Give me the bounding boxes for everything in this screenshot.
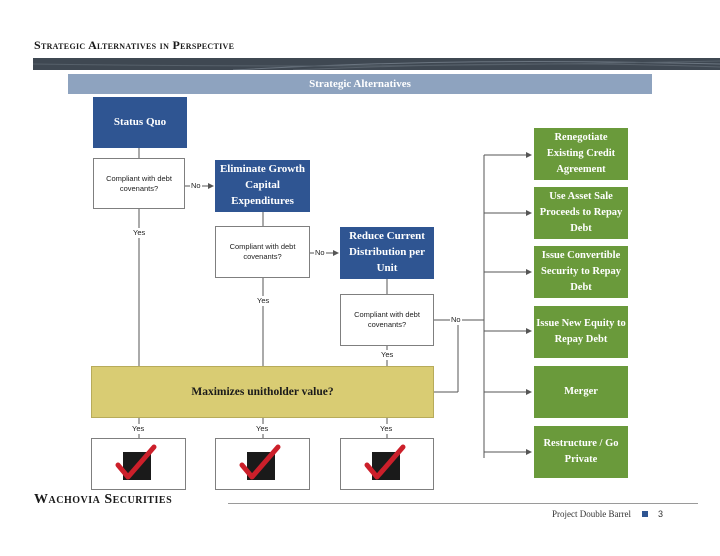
yes-label-3: Yes	[380, 350, 395, 360]
alt-asset-sale-box: Use Asset Sale Proceeds to Repay Debt	[534, 187, 628, 239]
check-result-2	[215, 438, 310, 490]
checkmark-icon	[364, 444, 406, 480]
yes-label-6: Yes	[379, 424, 394, 434]
header-band-swoosh	[33, 60, 720, 70]
checkmark-icon	[115, 444, 157, 480]
footer-square-icon	[642, 511, 648, 517]
maximizes-unitholder-value-box: Maximizes unitholder value?	[91, 366, 434, 418]
no-label-2: No	[314, 248, 326, 258]
eliminate-growth-capex-box: Eliminate Growth Capital Expenditures	[215, 160, 310, 212]
footer-project-name: Project Double Barrel	[552, 509, 631, 519]
question-box-3: Compliant with debt covenants?	[340, 294, 434, 346]
check-result-1	[91, 438, 186, 490]
strategic-alternatives-banner: Strategic Alternatives	[68, 74, 652, 94]
header-band	[33, 58, 720, 70]
yes-label-4: Yes	[131, 424, 146, 434]
yes-label-1: Yes	[132, 228, 147, 238]
reduce-distribution-box: Reduce Current Distribution per Unit	[340, 227, 434, 279]
status-quo-box: Status Quo	[93, 97, 187, 148]
page-title: Strategic Alternatives in Perspective	[34, 38, 235, 52]
no-label-1: No	[190, 181, 202, 191]
alt-merger-box: Merger	[534, 366, 628, 418]
wachovia-logo: Wachovia Securities	[34, 492, 173, 507]
page-number: 3	[658, 509, 664, 519]
check-result-3	[340, 438, 434, 490]
alt-new-equity-box: Issue New Equity to Repay Debt	[534, 306, 628, 358]
alt-renegotiate-credit-box: Renegotiate Existing Credit Agreement	[534, 128, 628, 180]
question-box-1: Compliant with debt covenants?	[93, 158, 185, 209]
question-box-2: Compliant with debt covenants?	[215, 226, 310, 278]
alt-convertible-security-box: Issue Convertible Security to Repay Debt	[534, 246, 628, 298]
no-label-3: No	[450, 315, 462, 325]
checkmark-icon	[239, 444, 281, 480]
yes-label-5: Yes	[255, 424, 270, 434]
alt-restructure-box: Restructure / Go Private	[534, 426, 628, 478]
yes-label-2: Yes	[256, 296, 271, 306]
footer-divider	[228, 503, 698, 504]
